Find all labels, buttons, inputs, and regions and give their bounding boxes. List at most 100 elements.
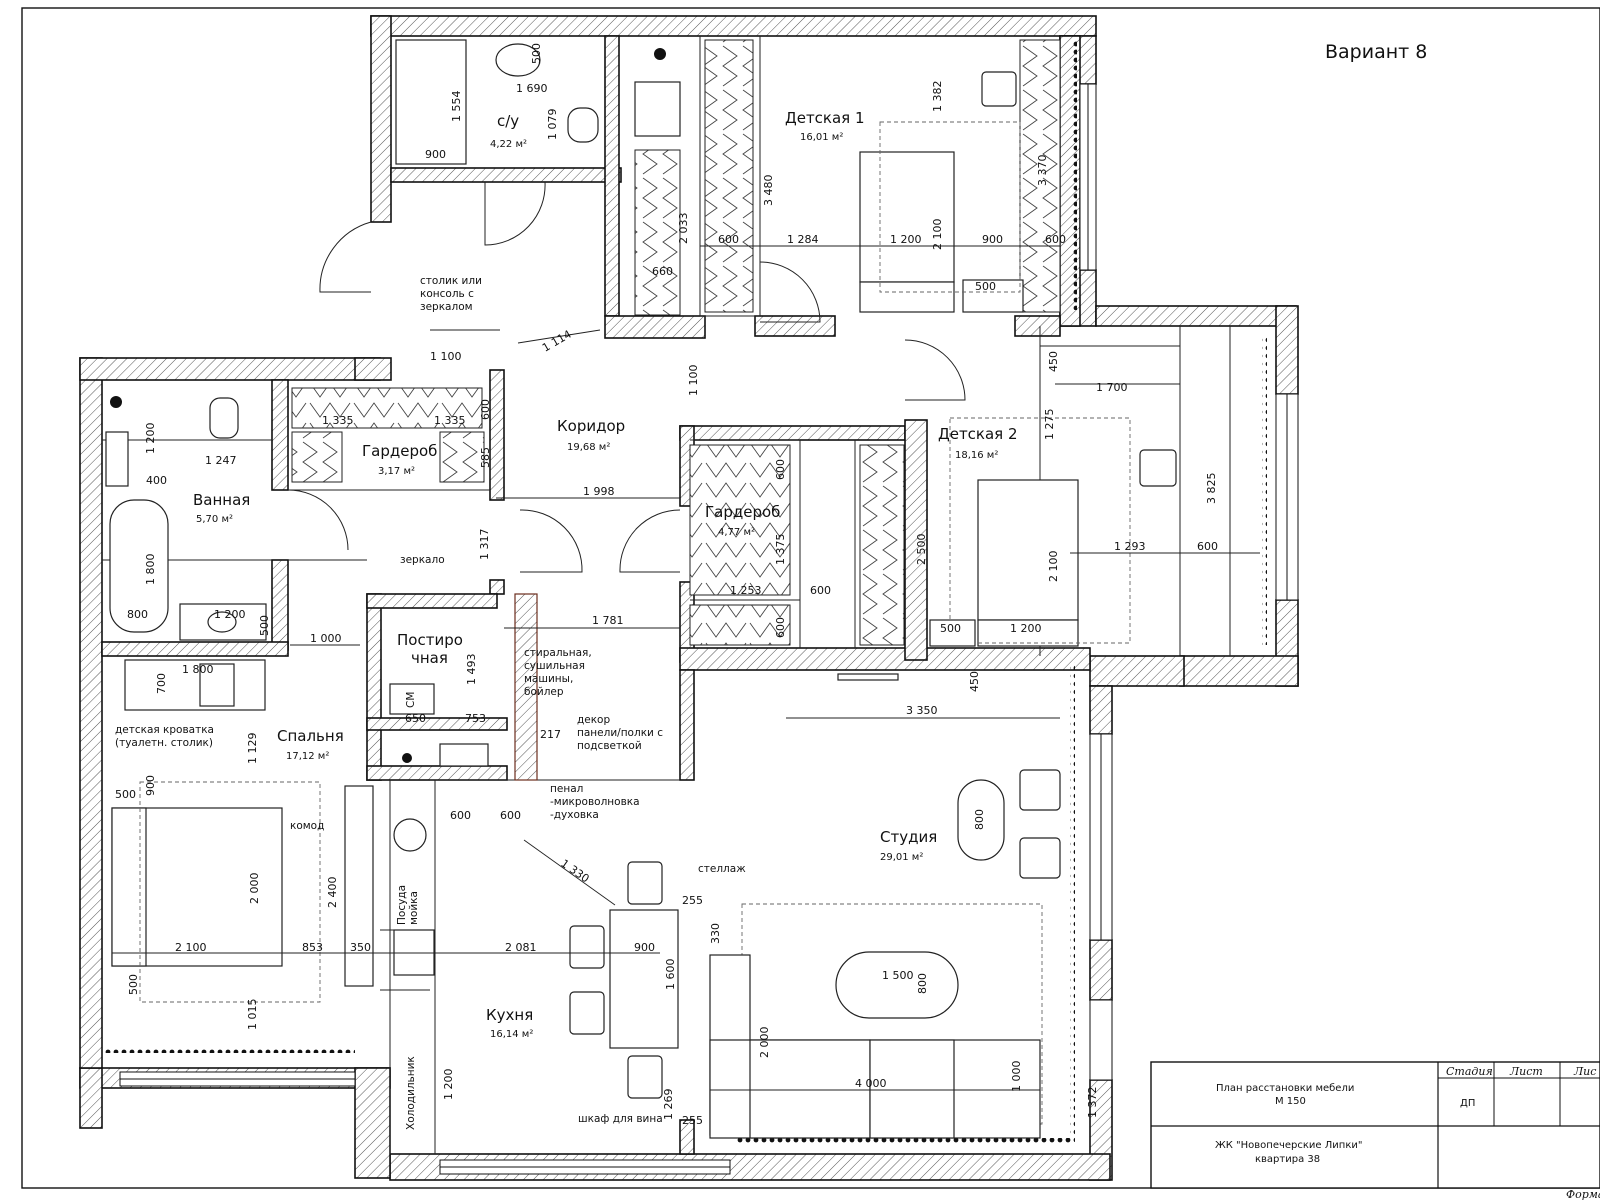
walls [79,15,1299,1181]
dim-1100b: 1 100 [687,365,700,397]
note-dishwasher-1: Посуда [396,885,408,925]
dim-500d: 500 [940,622,961,635]
dim-1335a: 1 335 [322,414,354,427]
room-name-kitchen: Кухня [486,1006,533,1024]
dim-1781: 1 781 [592,614,624,627]
note-dishwasher-2: мойка [408,891,420,925]
dimensions: 500 1 690 1 554 1 079 900 1 382 3 480 3 … [115,43,1218,1127]
note-washer-4: бойлер [524,686,564,698]
dimension-lines [112,245,1260,1091]
dim-600a: 600 [718,233,739,246]
dim-1000a: 1 000 [310,632,342,645]
dim-1247: 1 247 [205,454,237,467]
dim-1554: 1 554 [450,91,463,123]
note-shelf: стеллаж [698,863,746,875]
room-area-child1: 16,01 м² [800,132,843,143]
room-name-laundry-1: Постиро [397,631,463,649]
curtains [105,40,1267,1143]
dim-900b: 900 [982,233,1003,246]
note-decor-3: подсветкой [577,740,642,752]
room-name-studio: Студия [880,828,937,846]
dim-1335b: 1 335 [434,414,466,427]
tb-sheets-label: Лис [1573,1065,1596,1078]
dim-2500: 2 500 [915,534,928,566]
dim-600c: 600 [479,399,492,420]
dim-500c: 500 [258,615,271,636]
room-name-wardrobe1: Гардероб [362,442,437,460]
room-name-wardrobe2: Гардероб [705,503,780,521]
dim-1100a: 1 100 [430,350,462,363]
dim-660: 660 [652,265,673,278]
tb-plan-line-2: М 150 [1275,1096,1306,1107]
room-name-child2: Детская 2 [938,425,1018,443]
dim-1690: 1 690 [516,82,548,95]
partition-lines [102,36,1231,1154]
dim-600h: 600 [450,809,471,822]
dim-1375: 1 375 [774,534,787,566]
dim-1129: 1 129 [246,733,259,765]
dim-3480: 3 480 [762,175,775,207]
note-washer-2: сушильная [524,660,585,672]
note-decor-2: панели/полки с [577,727,663,739]
dim-2033: 2 033 [677,213,690,245]
dim-2100c: 2 100 [175,941,207,954]
note-mirror: зеркало [400,554,445,566]
dim-1253: 1 253 [730,584,762,597]
dim-2000b: 2 000 [758,1027,771,1059]
room-area-wardrobe2: 4,77 м² [718,527,755,538]
dim-600i: 600 [500,809,521,822]
dim-1382: 1 382 [931,81,944,113]
dim-2100a: 2 100 [931,219,944,251]
dim-600d: 600 [774,459,787,480]
room-name-corridor: Коридор [557,417,625,435]
dim-255a: 255 [682,894,703,907]
dim-1000b: 1 000 [1010,1061,1023,1093]
room-name-laundry-2: чная [411,649,448,667]
room-area-wc: 4,22 м² [490,139,527,150]
note-crib-2: (туалетн. столик) [115,737,213,749]
room-name-child1: Детская 1 [785,109,865,127]
tb-stage-value: ДП [1460,1098,1475,1109]
dim-1275: 1 275 [1043,409,1056,441]
dim-1284: 1 284 [787,233,819,246]
dim-900c: 900 [144,775,157,796]
dim-900d: 900 [634,941,655,954]
note-fridge: Холодильник [405,1056,417,1130]
dim-1800a: 1 800 [144,554,157,586]
note-penal-3: -духовка [550,809,599,821]
dim-1800b: 1 800 [182,663,214,676]
note-wine: шкаф для вина [578,1113,663,1125]
dim-1114: 1 114 [540,328,574,355]
note-washer-3: машины, [524,673,573,685]
doors [287,181,966,573]
dim-4000: 4 000 [855,1077,887,1090]
furniture [105,39,1177,1139]
note-crib-1: детская кроватка [115,724,214,736]
dim-3370: 3 370 [1036,155,1049,187]
dim-600e: 600 [1197,540,1218,553]
room-area-corridor: 19,68 м² [567,442,610,453]
dim-1079: 1 079 [546,109,559,141]
wardrobe-panels [291,39,1061,646]
dim-500e: 500 [115,788,136,801]
room-area-bath: 5,70 м² [196,514,233,525]
dim-350: 350 [350,941,371,954]
room-area-kitchen: 16,14 м² [490,1029,533,1040]
dim-800c: 800 [916,973,929,994]
dim-650: 650 [405,712,426,725]
note-penal-2: -микроволновка [550,796,640,808]
annotations: столик или консоль с зеркалом зеркало ст… [115,275,746,1130]
room-area-bedroom: 17,12 м² [286,751,329,762]
tb-sheet-label: Лист [1509,1065,1543,1078]
dim-600b: 600 [1045,233,1066,246]
dim-1200a: 1 200 [890,233,922,246]
dim-2081: 2 081 [505,941,537,954]
sheet-frame [21,7,1600,1189]
dim-330: 330 [709,923,722,944]
dim-3825: 3 825 [1205,473,1218,505]
dim-2400: 2 400 [326,877,339,909]
note-console-2: консоль с [420,288,474,300]
dim-700: 700 [155,673,168,694]
dim-500b: 500 [975,280,996,293]
tb-project-line-1: ЖК "Новопечерские Липки" [1215,1140,1362,1151]
